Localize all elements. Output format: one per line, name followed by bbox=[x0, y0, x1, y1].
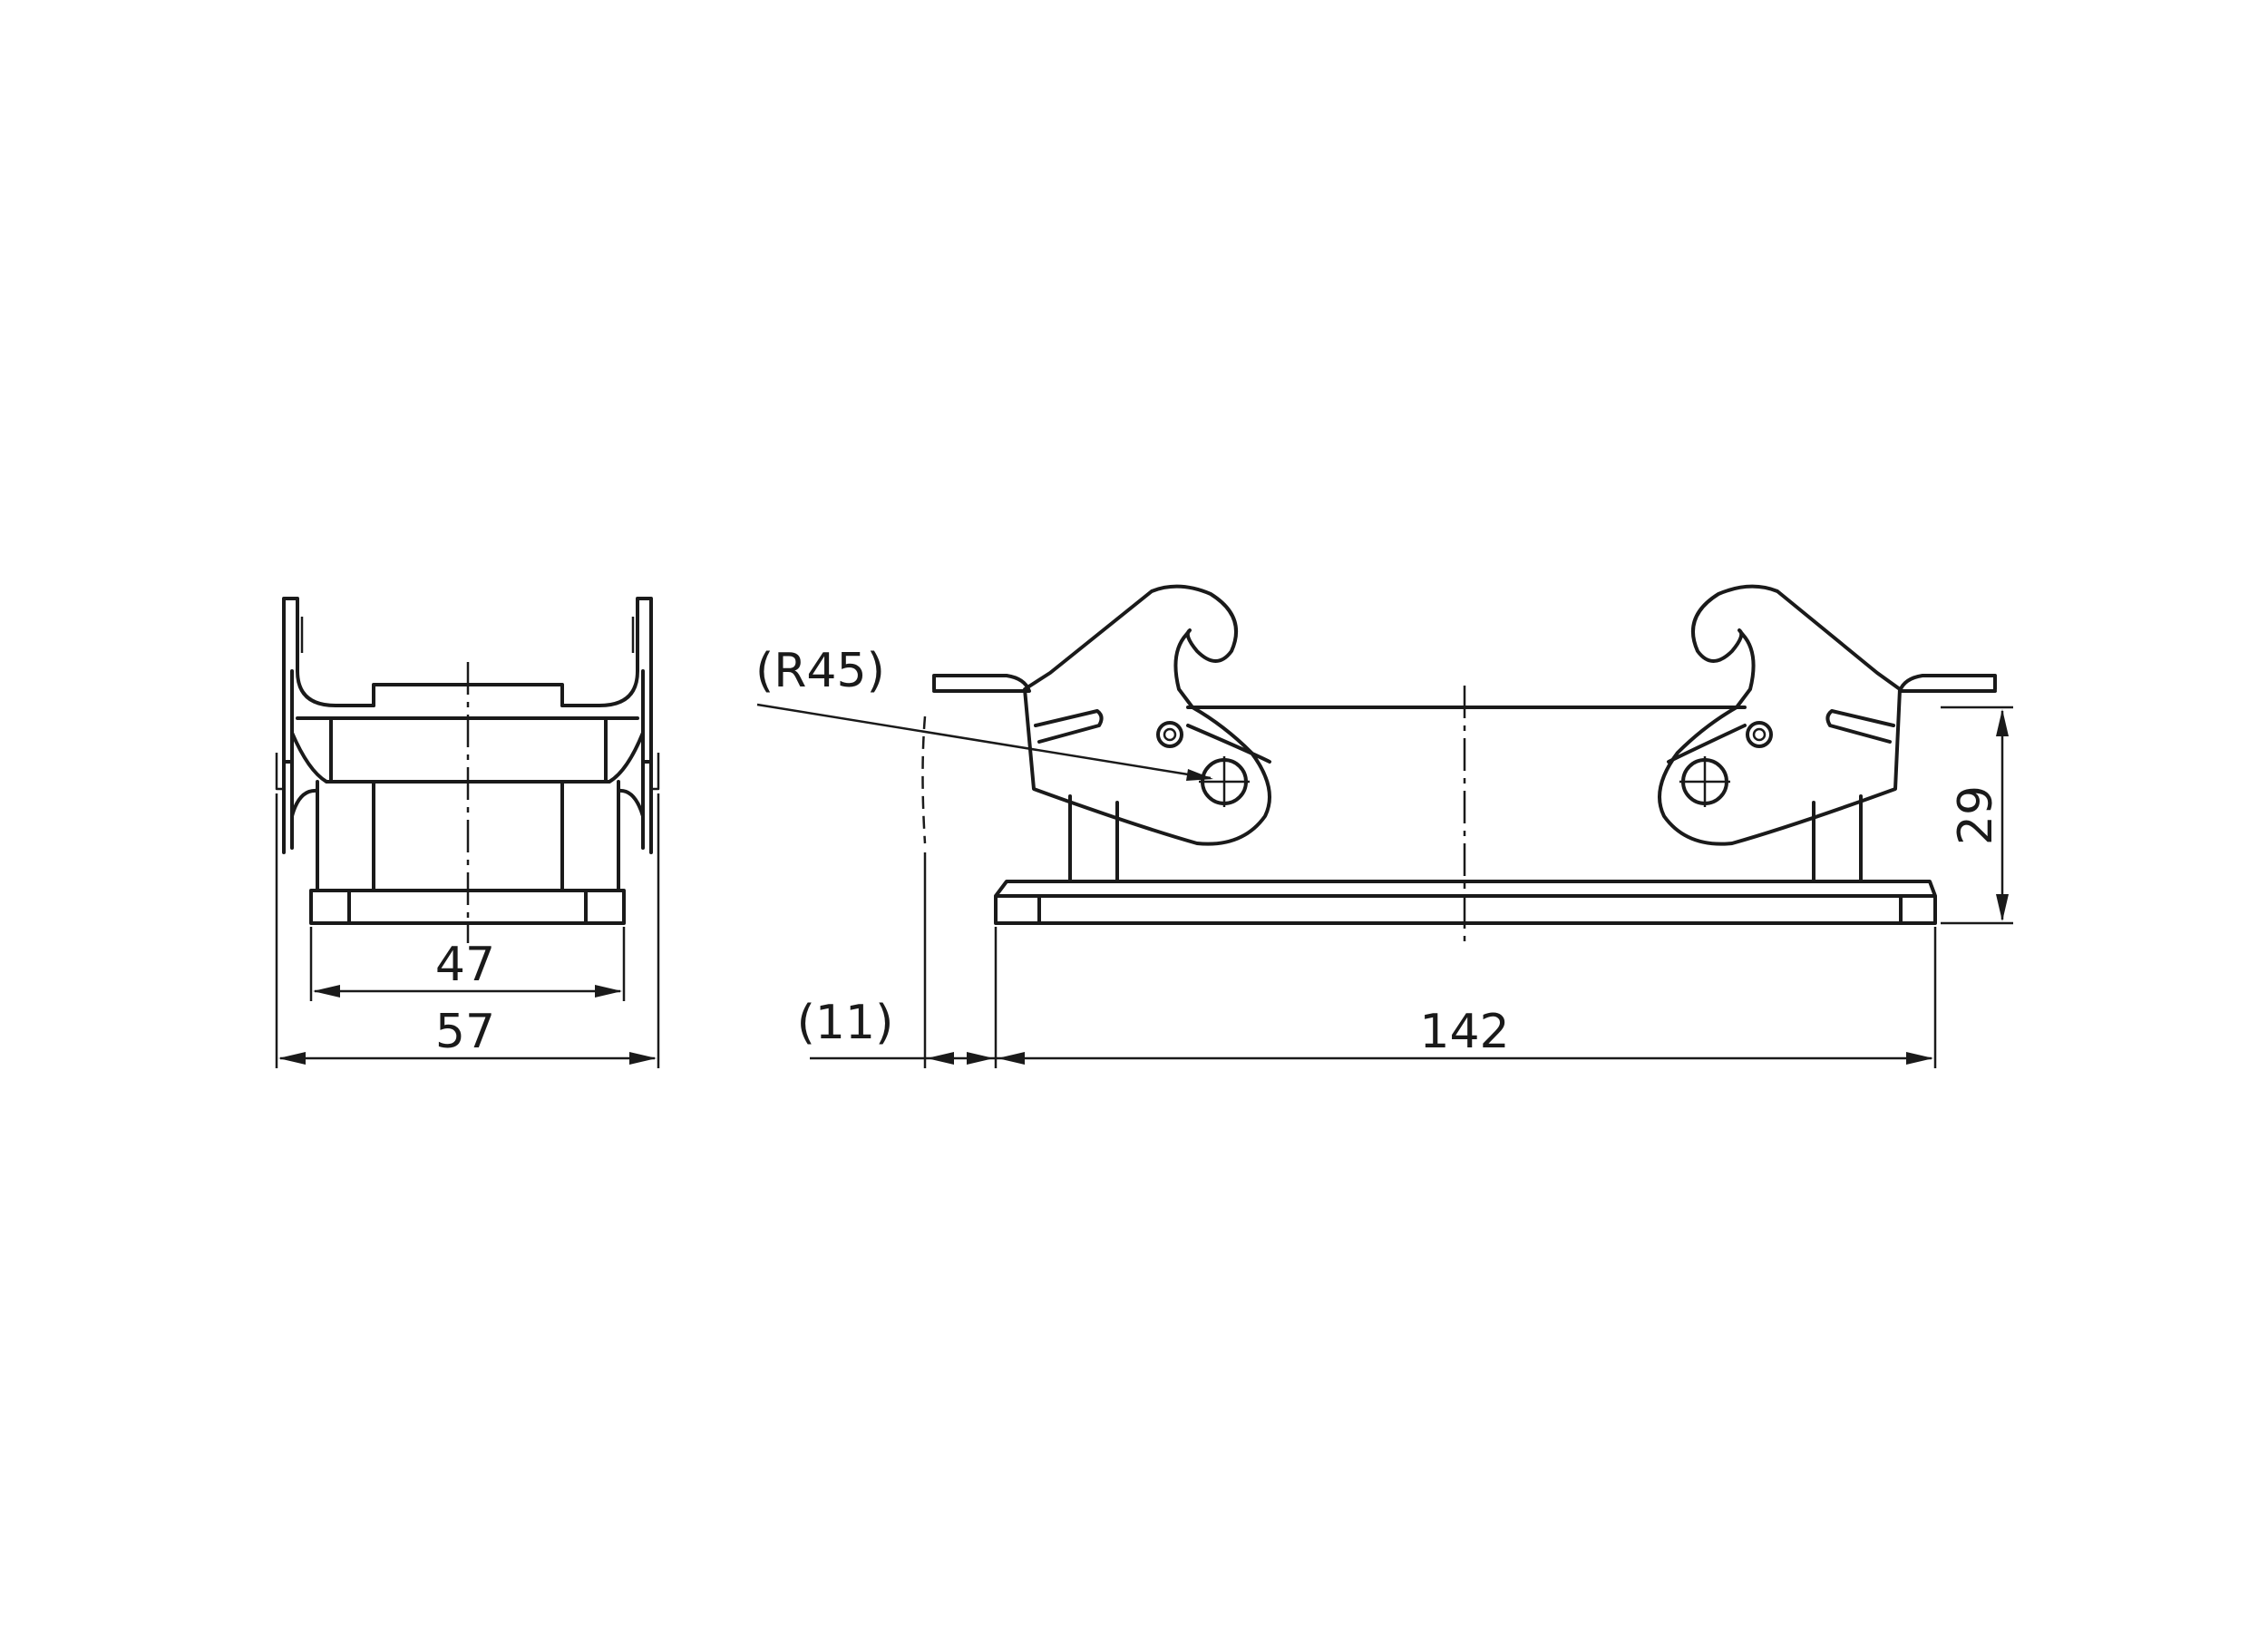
dimension-142-label: 142 bbox=[1419, 1005, 1509, 1059]
radius-callout-label: (R45) bbox=[755, 644, 885, 698]
side-view-left-pivot-cross bbox=[1199, 756, 1250, 807]
end-view: 47 57 bbox=[275, 597, 660, 1068]
end-view-body bbox=[316, 780, 620, 892]
dimension-57: 57 bbox=[275, 793, 660, 1068]
end-view-left-clip-tab bbox=[275, 617, 304, 791]
side-view-left-slot bbox=[1034, 709, 1104, 744]
end-view-right-clip bbox=[560, 597, 653, 854]
side-view-right-tab bbox=[1898, 674, 1997, 693]
side-view: (R45) 29 142 (11) bbox=[755, 584, 2013, 1068]
dimension-29: 29 bbox=[1941, 706, 2013, 925]
dimension-57-label: 57 bbox=[435, 1005, 495, 1059]
side-view-right-lever bbox=[1658, 584, 1902, 846]
dimension-47: 47 bbox=[309, 927, 626, 1001]
dimension-29-label: 29 bbox=[1949, 785, 2003, 845]
end-view-right-clip-tab bbox=[631, 617, 660, 791]
side-view-right-pivot-cross bbox=[1679, 756, 1730, 807]
dimension-47-label: 47 bbox=[435, 938, 495, 992]
side-view-right-small-pin bbox=[1746, 721, 1773, 748]
side-view-left-posts bbox=[1068, 794, 1119, 883]
dimension-11-label: (11) bbox=[797, 996, 894, 1050]
side-view-right-slot bbox=[1825, 709, 1895, 744]
side-view-left-tab bbox=[932, 674, 1031, 693]
end-view-flange bbox=[309, 889, 626, 925]
side-view-left-small-pin bbox=[1156, 721, 1183, 748]
side-view-base-flange bbox=[994, 880, 1937, 925]
dimension-142: 142 (11) bbox=[797, 852, 1937, 1068]
side-view-left-lever bbox=[1023, 584, 1271, 846]
end-view-side-hooks bbox=[290, 788, 645, 818]
side-view-right-posts bbox=[1812, 794, 1863, 883]
radius-callout: (R45) bbox=[755, 644, 1213, 781]
side-view-top-rail bbox=[1186, 706, 1747, 764]
end-view-left-clip bbox=[282, 597, 375, 854]
lever-swing-arc bbox=[921, 715, 927, 844]
